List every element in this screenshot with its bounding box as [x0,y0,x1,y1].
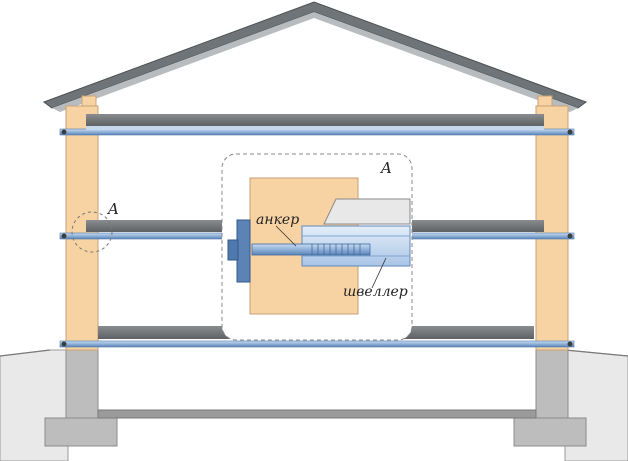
detail-inset: A анкер швеллер [221,153,413,341]
wall-right [535,105,569,351]
foundation-right [513,347,587,447]
detail-marker-a: A [71,200,119,253]
anchor-label: анкер [256,212,299,228]
roof [42,1,588,112]
channel-label: швеллер [343,284,408,300]
attic-slab [59,114,575,136]
detail-label: A [106,200,119,218]
basement-slab [97,409,537,419]
foundation-left [44,347,118,447]
inset-label: A [379,159,392,177]
